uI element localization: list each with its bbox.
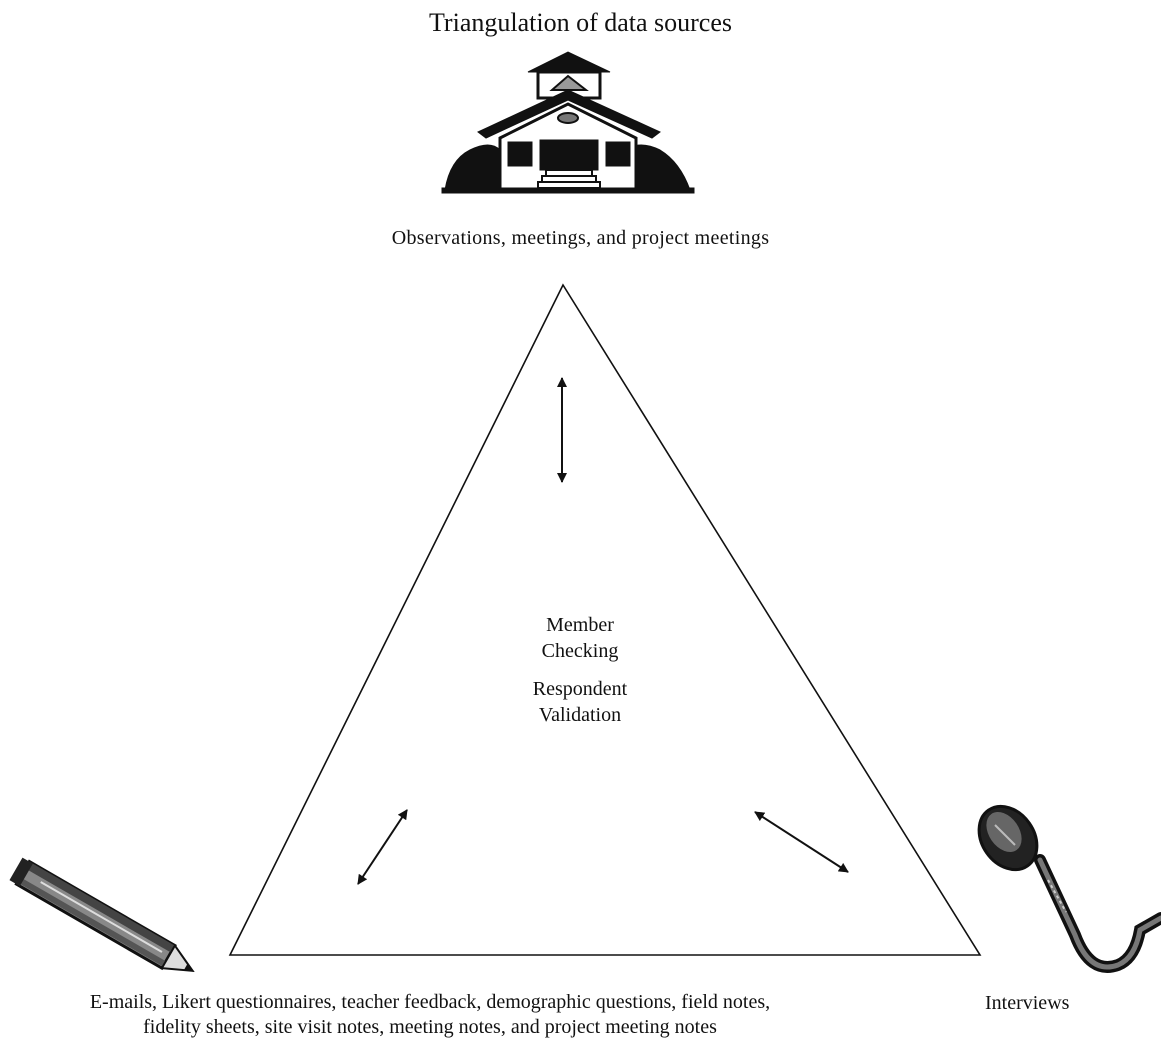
arrow-left [357,809,408,885]
top-node-label: Observations, meetings, and project meet… [391,227,770,249]
center-line-checking: Checking [541,640,619,662]
center-line-respondent: Respondent [532,678,628,700]
center-line-validation: Validation [538,704,622,726]
bottom-left-label-line2: fidelity sheets, site visit notes, meeti… [143,1016,717,1038]
arrow-right [754,811,849,873]
bottom-left-label: E-mails, Likert questionnaires, teacher … [10,990,850,1040]
center-line-member: Member [546,614,614,636]
diagram-title: Triangulation of data sources [428,8,733,37]
bottom-left-label-line1: E-mails, Likert questionnaires, teacher … [89,991,771,1013]
center-label: Member Checking Respondent Validation [480,612,680,728]
bottom-right-label: Interviews [985,992,1070,1014]
